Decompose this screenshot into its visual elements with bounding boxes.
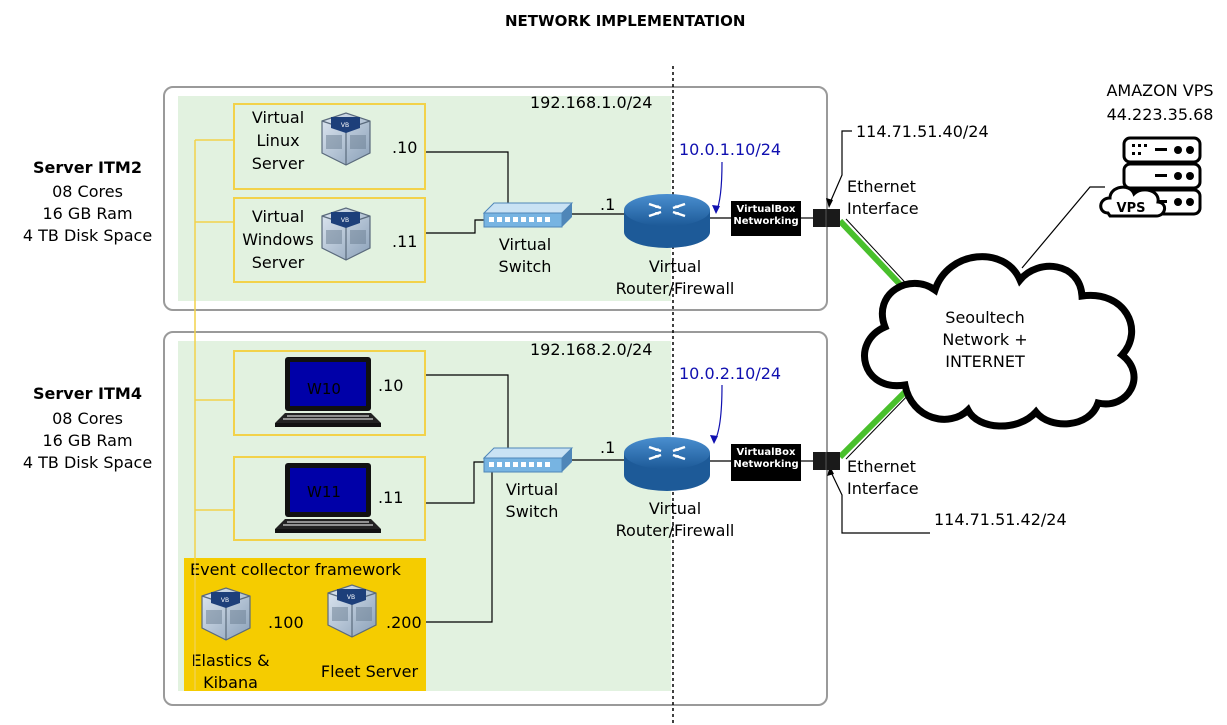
router-2-label-2: Router/Firewall	[615, 521, 735, 540]
vps-label-1: AMAZON VPS	[1106, 81, 1213, 100]
subnet-2-label: 192.168.2.0/24	[530, 340, 653, 359]
server-itm4-disk: 4 TB Disk Space	[22, 453, 153, 472]
subnet-1-label: 192.168.1.0/24	[530, 93, 653, 112]
virtualbox-icon-fleet	[327, 584, 377, 638]
router-icon-1	[622, 192, 712, 250]
vm-linux-label-3: Server	[251, 154, 305, 173]
collector-vm2-ip: .200	[386, 613, 422, 632]
ethernet-1-label-1: Ethernet	[847, 177, 916, 196]
vps-badge: VPS	[1117, 201, 1146, 216]
switch-2-label-1: Virtual	[505, 480, 559, 499]
wan-ip-2: 10.0.2.10/24	[679, 364, 782, 383]
vm-linux-ip: .10	[392, 138, 418, 157]
virtualbox-icon-linux	[321, 112, 371, 166]
switch-2-label-2: Switch	[505, 502, 559, 521]
vm-windows-ip: .11	[392, 232, 418, 251]
vbox-net-1-line2: Networking	[733, 216, 799, 227]
server-itm2-name: Server ITM2	[33, 158, 142, 177]
pc-w10-ip: .10	[378, 376, 404, 395]
management-link	[194, 139, 233, 690]
virtualbox-networking-2: VirtualBox Networking	[731, 444, 801, 481]
server-itm4-ram: 16 GB Ram	[42, 431, 133, 450]
ethernet-2-label-1: Ethernet	[847, 457, 916, 476]
router-2-ip: .1	[600, 438, 616, 457]
switch-icon-2	[483, 447, 573, 473]
server-itm2-cores: 08 Cores	[52, 182, 123, 201]
pc-w10-screen-label: W10	[307, 380, 341, 398]
vbox-net-1-line1: VirtualBox	[736, 204, 796, 215]
vm-windows-label-3: Server	[251, 253, 305, 272]
server-rack-icon: VPS	[1099, 136, 1202, 218]
server-itm4-name: Server ITM4	[33, 384, 142, 403]
public-ip-1: 114.71.51.40/24	[856, 122, 989, 141]
collector-vm1-label-1: Elastics &	[191, 651, 270, 670]
vbox-net-2-line2: Networking	[733, 459, 799, 470]
switch-1-label-1: Virtual	[498, 235, 552, 254]
vm-windows-label-2: Windows	[242, 230, 314, 249]
server-itm2-disk: 4 TB Disk Space	[22, 226, 153, 245]
cloud-label-2: Network +	[942, 330, 1027, 349]
vm-windows-label-1: Virtual	[251, 207, 305, 226]
collector-vm2-label: Fleet Server	[320, 662, 419, 681]
router-2-label-1: Virtual	[648, 499, 702, 518]
server-itm4-cores: 08 Cores	[52, 409, 123, 428]
pc-w11-ip: .11	[378, 488, 404, 507]
router-1-label-2: Router/Firewall	[615, 279, 735, 298]
ethernet-1-label-2: Interface	[847, 199, 919, 218]
router-1-ip: .1	[600, 195, 616, 214]
public-ip-2: 114.71.51.42/24	[934, 510, 1067, 529]
server-itm2-ram: 16 GB Ram	[42, 204, 133, 223]
server-itm4-frame	[163, 331, 828, 706]
vm-linux-label-2: Linux	[256, 131, 300, 150]
diagram-title: NETWORK IMPLEMENTATION	[505, 12, 746, 30]
cloud-label-1: Seoultech	[945, 308, 1024, 327]
wan-ip-1: 10.0.1.10/24	[679, 140, 782, 159]
vbox-net-2-line1: VirtualBox	[736, 447, 796, 458]
cloud-label-3: INTERNET	[945, 352, 1025, 371]
pc-w11-screen-label: W11	[307, 483, 341, 501]
collector-title: Event collector framework	[190, 560, 401, 579]
virtualbox-icon-windows	[321, 207, 371, 261]
cloud-icon	[861, 253, 1138, 430]
collector-vm1-label-2: Kibana	[203, 673, 258, 692]
router-1-label-1: Virtual	[648, 257, 702, 276]
switch-1-label-2: Switch	[498, 257, 552, 276]
switch-icon-1	[483, 202, 573, 228]
vps-label-2: 44.223.35.68	[1107, 105, 1214, 124]
ethernet-2-label-2: Interface	[847, 479, 919, 498]
router-icon-2	[622, 435, 712, 493]
vm-linux-label-1: Virtual	[251, 108, 305, 127]
collector-vm1-ip: .100	[268, 613, 304, 632]
virtualbox-icon-elastic	[201, 587, 251, 641]
virtualbox-networking-1: VirtualBox Networking	[731, 201, 801, 236]
